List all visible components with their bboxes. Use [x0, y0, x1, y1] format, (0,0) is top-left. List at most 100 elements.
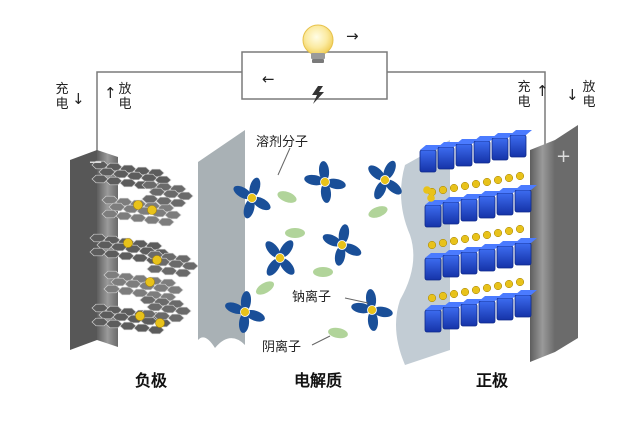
graphite-hexagon — [91, 174, 109, 184]
cathode-block — [514, 242, 532, 266]
solvent-molecule — [385, 179, 402, 195]
graphite-hexagon — [139, 295, 157, 305]
graphite-hexagon — [166, 285, 184, 295]
sodium-ion — [493, 281, 503, 291]
cathode-block — [491, 137, 509, 161]
graphite-hexagon — [105, 319, 123, 329]
graphite-hexagon — [148, 187, 166, 197]
graphite-hexagon — [112, 169, 130, 179]
sodium-ion — [504, 226, 514, 236]
graphite-hexagon — [143, 215, 161, 225]
solvent-molecule — [240, 291, 252, 312]
cathode-block — [460, 303, 478, 327]
graphite-hexagon — [131, 288, 149, 298]
current-arrow-right-icon: → — [346, 27, 359, 45]
sodium-ion — [449, 183, 459, 193]
solvent-molecule — [374, 180, 387, 200]
cathode-block — [509, 134, 527, 158]
sodium-ion — [427, 194, 435, 202]
graphite-hexagon — [117, 286, 135, 296]
solvent-molecule — [338, 224, 350, 245]
sodium-ion — [471, 179, 481, 189]
solvent-molecule — [252, 196, 271, 211]
cathode-block-top — [492, 133, 514, 138]
graphite-hexagon — [141, 180, 159, 190]
cathode-block-top — [461, 194, 483, 199]
graphite-hexagon — [98, 167, 116, 177]
sodium-ion — [427, 240, 437, 250]
graphite-hexagon — [101, 195, 119, 205]
graphite-hexagon — [103, 249, 121, 259]
graphite-hexagon — [155, 196, 173, 206]
sodium-ion — [240, 307, 250, 317]
cathode-block — [442, 306, 460, 330]
graphite-hexagon — [140, 173, 158, 183]
cathode-block — [514, 294, 532, 318]
graphite-hexagon — [154, 175, 172, 185]
anion — [368, 206, 388, 218]
graphite-hexagon — [108, 202, 126, 212]
sodium-ion — [449, 236, 459, 246]
graphite-hexagon — [131, 253, 149, 263]
cathode-block — [419, 149, 437, 173]
solvated-sodium-ion — [233, 177, 271, 219]
cathode-block — [460, 251, 478, 275]
cathode-block-top — [515, 238, 537, 243]
sodium-ion — [320, 177, 330, 187]
graphite-hexagon — [117, 251, 135, 261]
left-discharge-label: 放电 — [118, 82, 132, 112]
graphite-hexagon — [115, 211, 133, 221]
solvated-sodium-ion — [304, 161, 346, 203]
graphite-hexagon — [146, 264, 164, 274]
cathode-block-top — [515, 290, 537, 295]
solvent-molecule-label: 溶剂分子 — [256, 135, 309, 150]
cathode-block — [496, 297, 514, 321]
graphite-hexagon — [152, 283, 170, 293]
electrolyte-label: 电解质 — [294, 371, 343, 390]
cathode-block-top — [456, 139, 478, 144]
sodium-ion — [493, 175, 503, 185]
sodium-ion — [482, 230, 492, 240]
anode-separator — [198, 130, 245, 348]
solvent-molecule — [368, 165, 385, 181]
solvent-molecule — [342, 243, 362, 256]
graphite-hexagon — [98, 310, 116, 320]
cathode-block-top — [425, 253, 447, 258]
solvent-molecule — [383, 160, 396, 180]
right-discharge-label: 放电 — [582, 80, 596, 110]
solvent-molecule — [238, 312, 250, 333]
sodium-ion — [275, 253, 285, 263]
plus-sign: + — [556, 146, 571, 167]
lightning-icon — [312, 86, 324, 104]
solvent-molecule — [225, 302, 245, 315]
solvated-sodium-ion — [351, 289, 393, 331]
label-leaders — [277, 147, 369, 346]
electrolyte-molecules — [225, 160, 402, 339]
graphite-hexagon — [91, 317, 109, 327]
light-bulb-icon — [302, 24, 334, 63]
sodium-ion — [152, 255, 162, 265]
cathode-block — [514, 189, 532, 213]
cathode-block — [460, 198, 478, 222]
solvated-sodium-ion — [368, 160, 402, 200]
sodium-ion — [135, 311, 145, 321]
solvent-molecule — [351, 302, 372, 314]
solvent-molecule — [245, 309, 265, 322]
graphite-hexagon — [103, 270, 121, 280]
positive-electrode-label: 正极 — [476, 371, 509, 390]
graphite-hexagon — [89, 247, 107, 257]
cathode-block-top — [443, 197, 465, 202]
solvent-molecule — [304, 174, 325, 186]
graphite-hexagon — [96, 240, 114, 250]
sodium-ion — [247, 193, 257, 203]
right-charge-arrow-icon: ↑ — [536, 82, 549, 100]
cathode-block-top — [515, 185, 537, 190]
cathode-block-top — [420, 145, 442, 150]
graphite-hexagon — [129, 213, 147, 223]
sodium-ion — [423, 186, 431, 194]
solvent-molecule — [367, 310, 379, 331]
sodium-ion — [123, 238, 133, 248]
sodium-ion — [449, 289, 459, 299]
solvent-molecule — [325, 178, 346, 190]
minus-sign: − — [88, 152, 103, 173]
